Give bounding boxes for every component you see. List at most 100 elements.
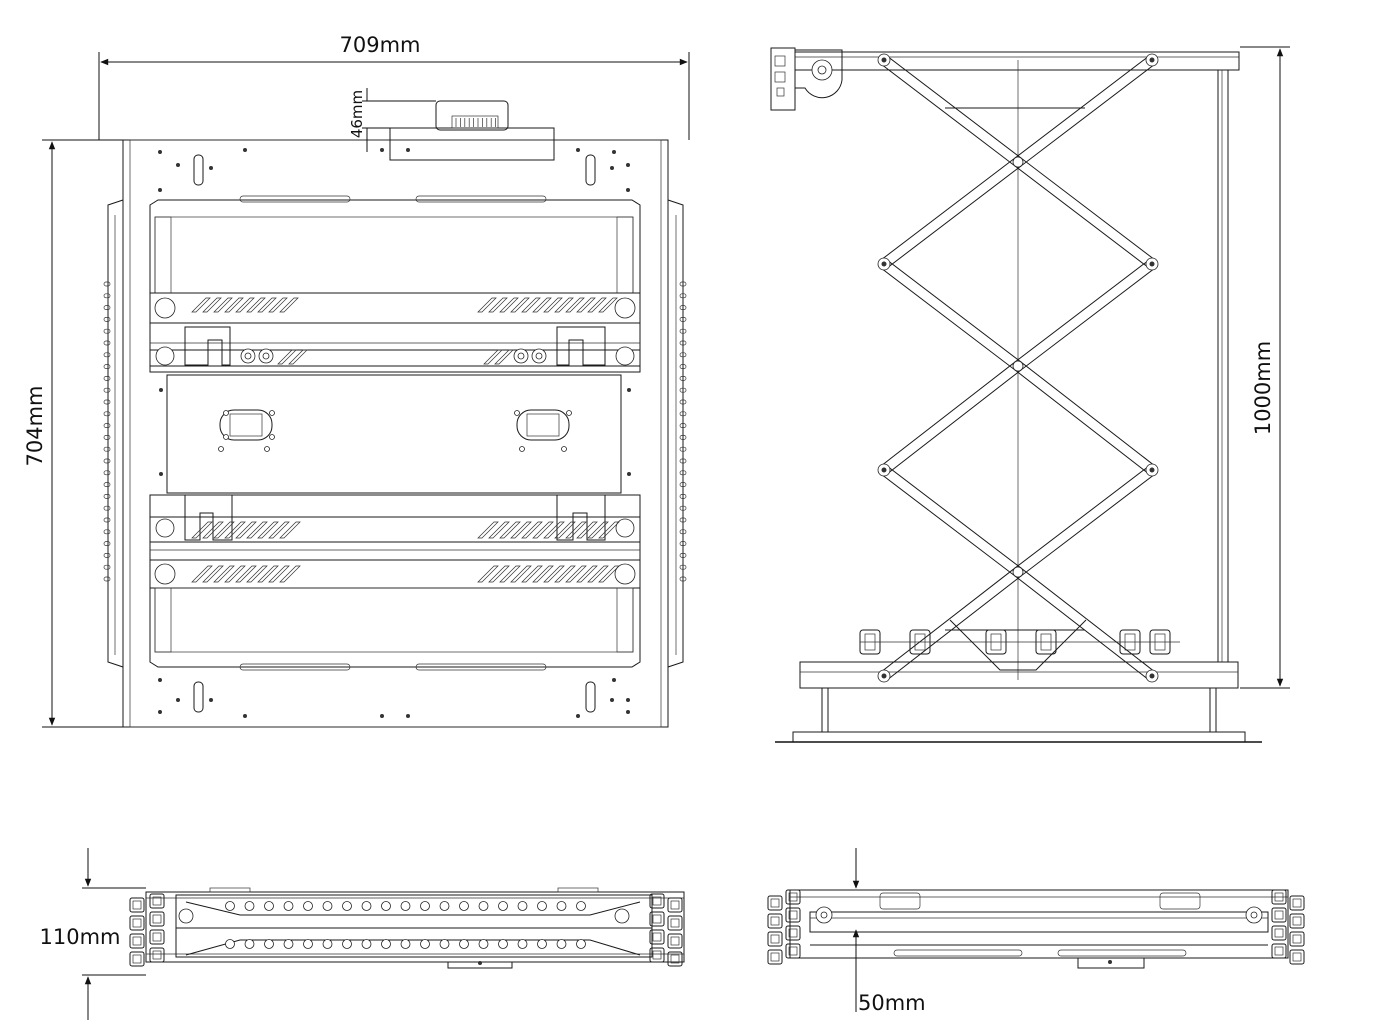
roller-clamp — [149, 929, 165, 945]
roller-clamp — [1289, 895, 1305, 911]
hatch — [521, 521, 543, 539]
rail-slot — [103, 387, 111, 393]
rail-slot — [679, 387, 687, 393]
hatch — [235, 297, 255, 313]
roller-core — [1292, 916, 1302, 926]
hole — [537, 939, 547, 949]
hole — [283, 939, 294, 949]
rail-slot — [679, 446, 687, 452]
hole — [303, 901, 313, 911]
hatch — [191, 565, 213, 583]
side-view — [770, 47, 1262, 743]
hatch — [576, 521, 598, 539]
hatch — [257, 521, 279, 539]
rivet — [158, 678, 162, 682]
rivet — [626, 698, 630, 702]
rail-slot — [679, 494, 687, 499]
hole — [439, 939, 450, 949]
roller-core — [652, 932, 662, 942]
hatch — [554, 565, 576, 583]
bottom-label: 50mm — [858, 991, 926, 1015]
hatch — [532, 521, 554, 539]
rivet — [209, 166, 213, 170]
rivet — [627, 472, 631, 476]
hole — [400, 939, 411, 949]
dimension-offset: 46mm — [348, 88, 436, 152]
front-collapsed-view — [129, 887, 685, 969]
bolt-hole — [566, 410, 572, 416]
scissor-arm — [880, 259, 1022, 371]
roller-core — [1274, 892, 1284, 902]
rail-slot — [103, 328, 111, 334]
rivet — [159, 388, 163, 392]
hole — [498, 901, 508, 911]
roller-clamp — [785, 889, 801, 905]
roller-core — [770, 898, 780, 908]
rail-slot — [679, 576, 687, 582]
hatch — [224, 297, 244, 313]
roller-core — [152, 932, 162, 942]
rivet — [612, 678, 616, 682]
hatch — [488, 521, 510, 539]
dimension-depth: 704mm — [23, 139, 123, 728]
rail-slot — [103, 494, 111, 499]
roller-clamp — [767, 895, 783, 911]
hole — [264, 901, 274, 911]
hatch — [499, 297, 519, 313]
roller-clamp — [1289, 931, 1305, 947]
pivot-center — [1149, 261, 1155, 267]
depth-label: 704mm — [23, 386, 47, 467]
rail-slot — [103, 411, 111, 417]
rivet — [158, 150, 162, 154]
roller-clamp — [129, 933, 145, 949]
width-label: 709mm — [340, 33, 421, 57]
hole — [420, 939, 430, 949]
thickness-label: 110mm — [40, 925, 121, 949]
rivet — [380, 148, 384, 152]
hole — [322, 901, 333, 911]
pivot — [1012, 360, 1024, 372]
roller-clamp — [149, 893, 165, 909]
roller-core — [1292, 934, 1302, 944]
rail-slot — [103, 423, 111, 428]
hatch — [257, 297, 277, 313]
roller-core — [132, 900, 142, 910]
height-label: 1000mm — [1251, 341, 1275, 435]
rail-slot — [103, 541, 111, 546]
hatch — [224, 521, 246, 539]
rail-slot — [103, 458, 111, 464]
hole — [459, 939, 469, 949]
bolt-hole — [514, 410, 520, 416]
rivet — [626, 710, 630, 714]
roller-clamp — [667, 951, 683, 967]
rail-slot — [679, 553, 687, 558]
roller-core — [770, 952, 780, 962]
hole — [420, 901, 430, 911]
hatch — [268, 297, 288, 313]
rivet — [158, 188, 162, 192]
hatch — [499, 565, 521, 583]
roller-clamp — [649, 929, 665, 945]
scissor-arm — [1014, 55, 1156, 167]
roller-core — [670, 954, 680, 964]
hatch — [202, 521, 224, 539]
bolt-hole — [264, 446, 270, 452]
scissor-arm — [880, 465, 1022, 577]
rivet — [406, 148, 410, 152]
hatch — [235, 565, 257, 583]
hatch — [598, 521, 620, 539]
hole — [478, 901, 489, 911]
rail-slot — [679, 517, 687, 523]
hatch — [246, 565, 268, 583]
roller-clamp — [129, 897, 145, 913]
rail-slot — [679, 482, 687, 487]
roller-core — [152, 914, 162, 924]
roller-core — [132, 954, 142, 964]
rivet — [176, 698, 180, 702]
hatch — [510, 565, 532, 583]
rail-slot — [103, 576, 111, 582]
roller-core — [788, 910, 798, 920]
rail-slot — [679, 364, 687, 369]
roller-core — [1292, 898, 1302, 908]
roller-clamp — [785, 943, 801, 959]
